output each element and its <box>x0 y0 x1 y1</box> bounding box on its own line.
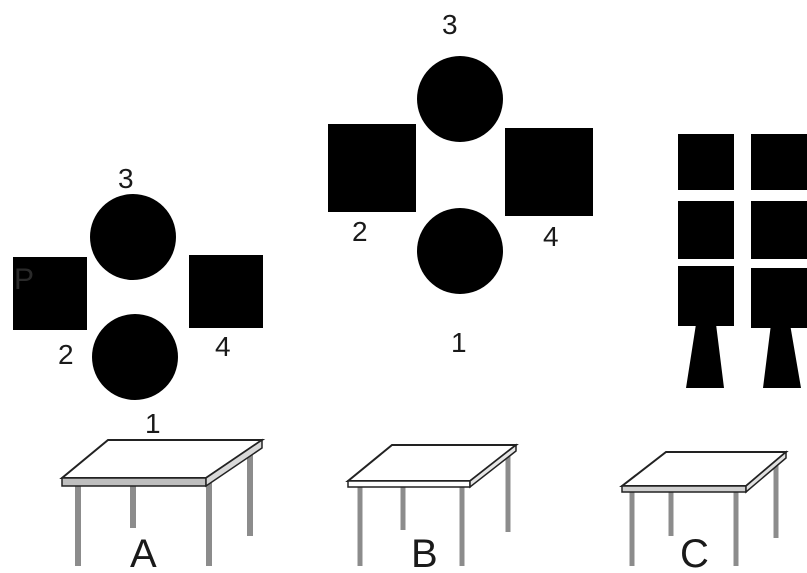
table-front-edge <box>347 480 471 488</box>
label-4: 4 <box>543 221 559 252</box>
block-right-1 <box>751 134 807 190</box>
label-3: 3 <box>442 9 458 40</box>
label-1: 1 <box>145 408 161 439</box>
circle-1 <box>417 208 503 294</box>
table-c: C <box>619 450 789 573</box>
table-label: B <box>411 532 438 573</box>
square-2 <box>328 124 416 212</box>
table-a: A <box>59 438 266 573</box>
table-front-edge <box>61 477 207 487</box>
circle-3 <box>417 56 503 142</box>
circle-3 <box>90 194 176 280</box>
square-2 <box>13 257 87 330</box>
table-side-edge <box>205 438 263 488</box>
table-top <box>345 444 519 482</box>
table-side-edge <box>745 450 787 494</box>
arrangement-a: P 3 2 4 1 <box>13 163 263 439</box>
arrangement-c <box>678 134 807 388</box>
block-left-2 <box>678 201 734 259</box>
table-label: A <box>130 532 157 573</box>
block-right-2 <box>751 201 807 259</box>
block-right-3 <box>751 268 807 328</box>
trapezoid-right <box>763 324 801 388</box>
square-4 <box>505 128 593 216</box>
label-1: 1 <box>451 327 467 358</box>
square-4 <box>189 255 263 328</box>
trapezoid-left <box>686 324 724 388</box>
table-label: C <box>680 532 709 573</box>
table-top <box>59 439 266 479</box>
label-2: 2 <box>352 216 368 247</box>
table-front-edge <box>621 485 747 493</box>
block-left-1 <box>678 134 734 190</box>
label-2: 2 <box>58 339 74 370</box>
table-b: B <box>345 443 519 573</box>
table-side-edge <box>469 443 517 489</box>
arrangement-b: 3 2 4 1 <box>328 9 593 358</box>
table-top <box>619 451 789 487</box>
circle-1 <box>92 314 178 400</box>
label-4: 4 <box>215 331 231 362</box>
label-3: 3 <box>118 163 134 194</box>
marker-p: P <box>14 263 34 296</box>
block-left-3 <box>678 266 734 326</box>
